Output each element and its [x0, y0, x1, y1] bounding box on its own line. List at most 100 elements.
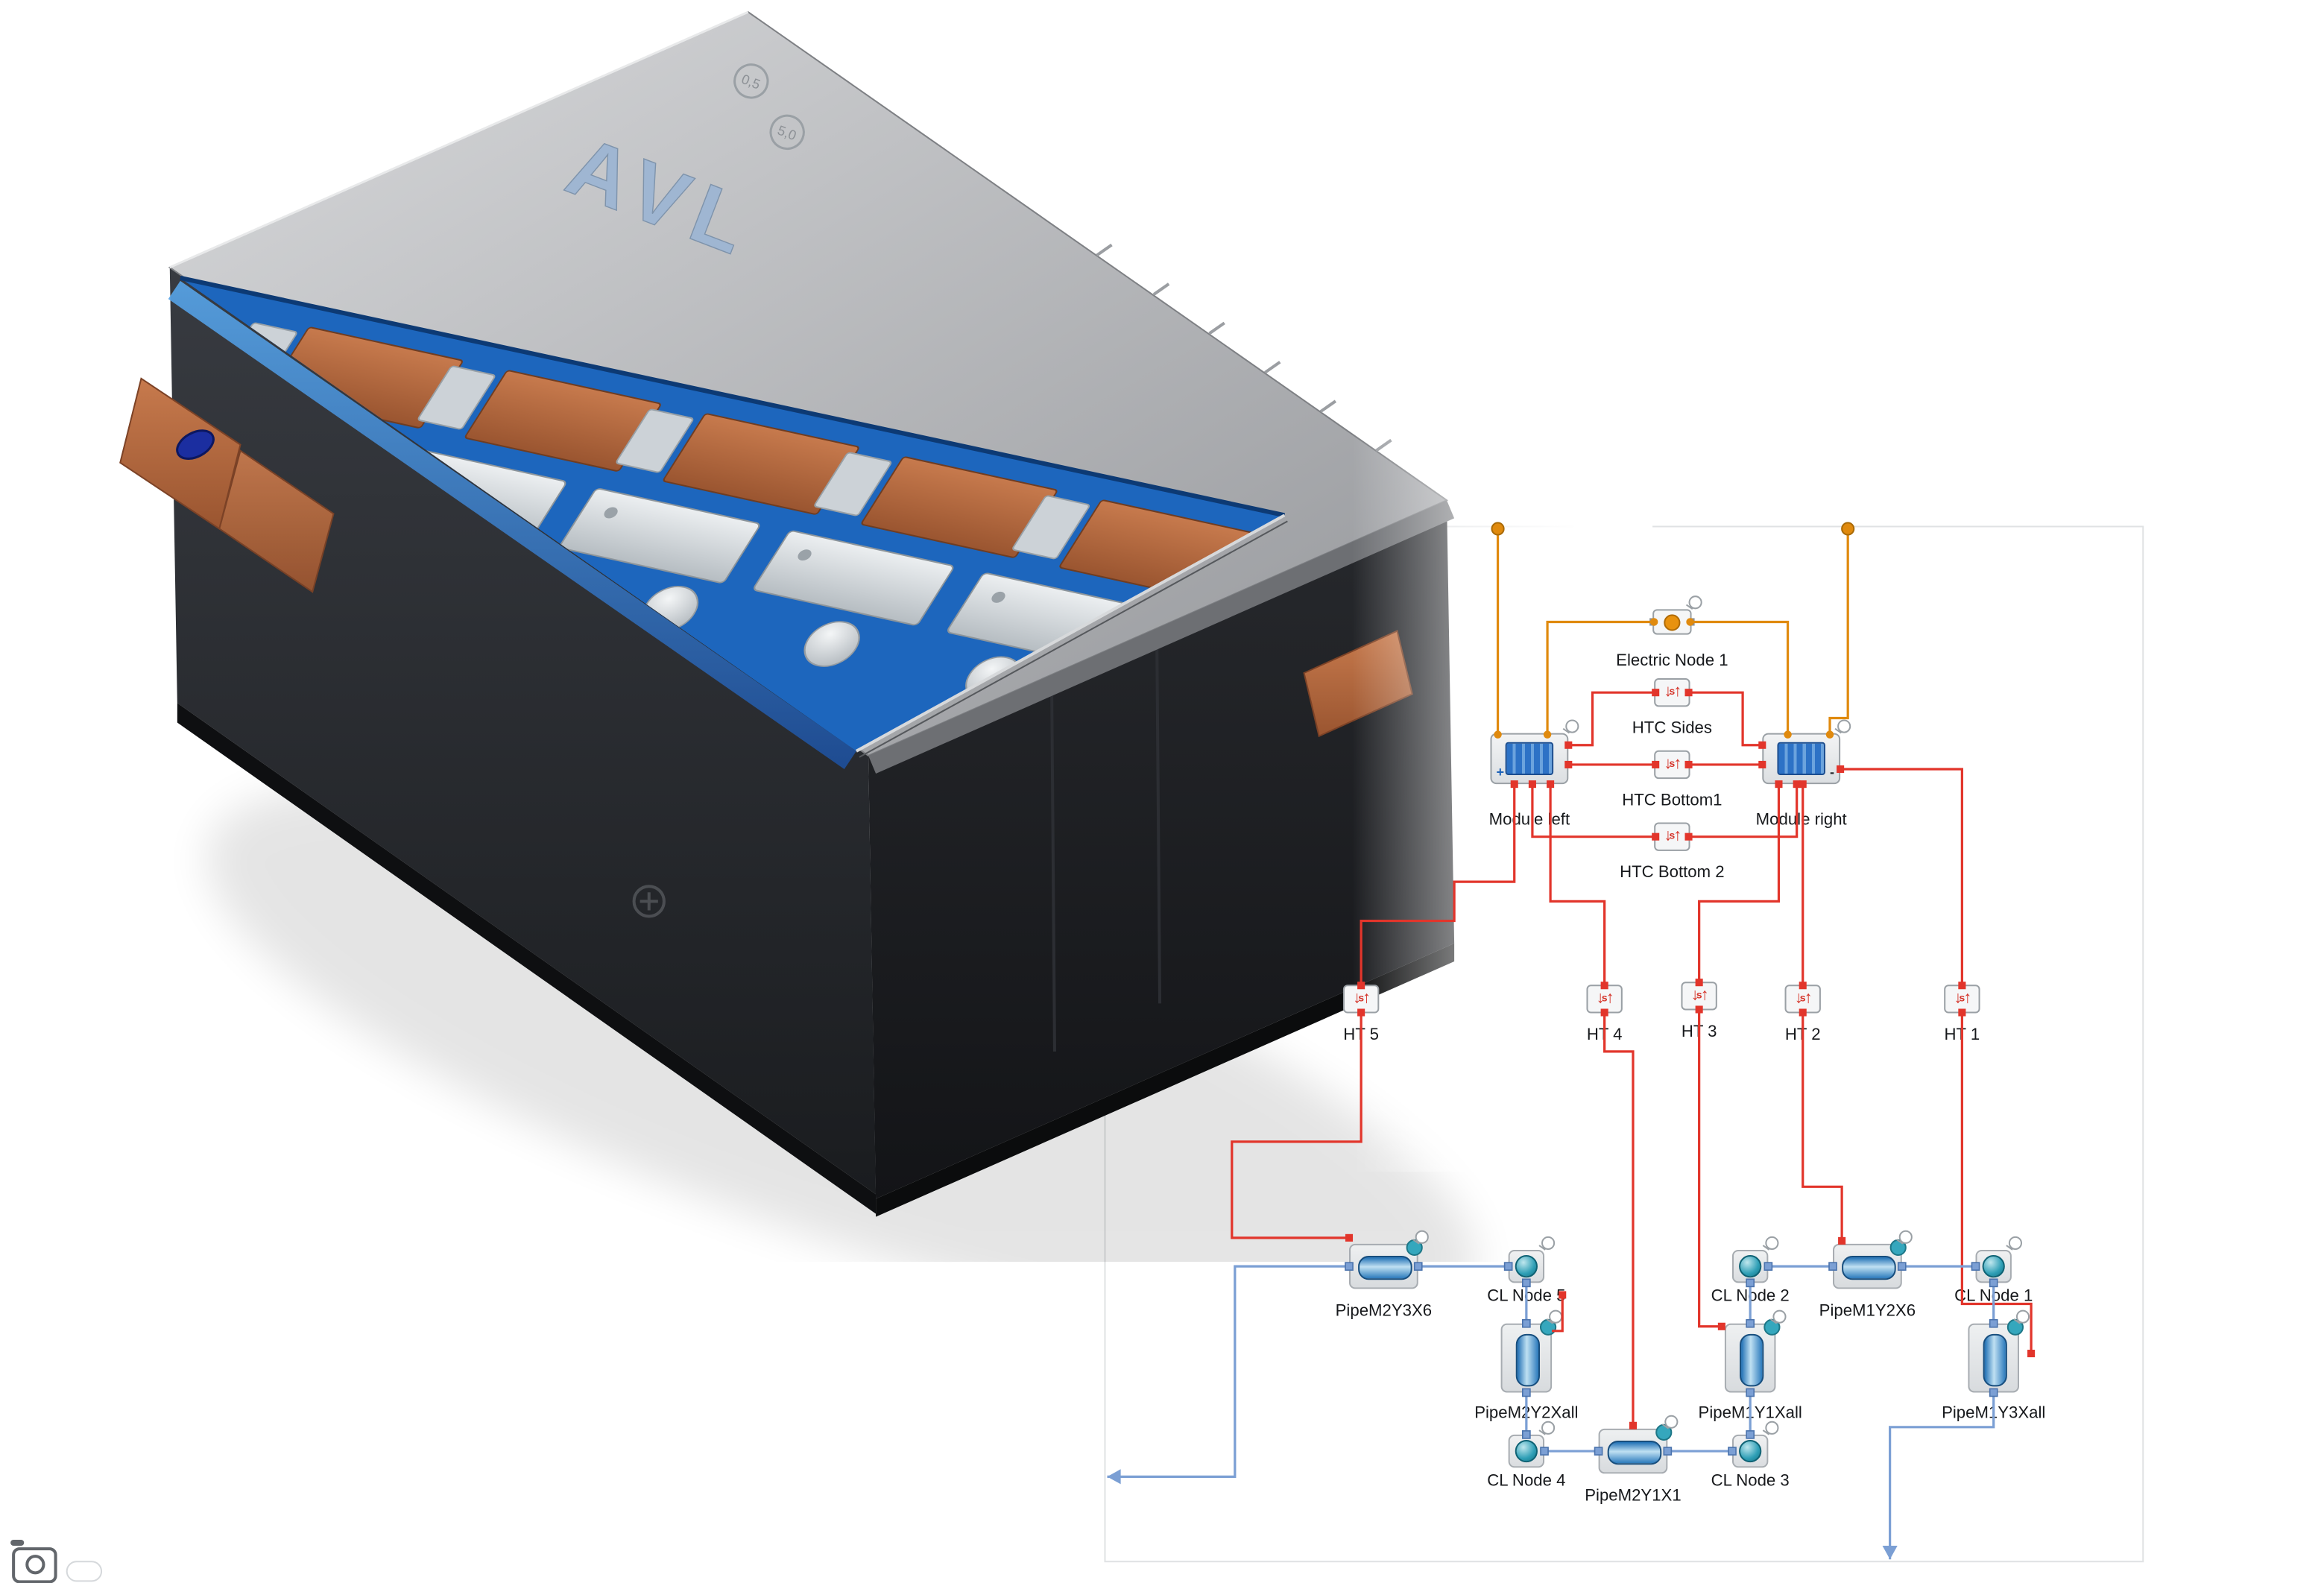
- up-arrow-icon: ↑: [1700, 986, 1709, 1005]
- down-arrow-icon: ↓: [1664, 754, 1672, 774]
- blue-oval-emblem: [176, 429, 215, 460]
- heat-transfer-icon[interactable]: ↓s↑: [1944, 985, 1980, 1014]
- cell-grid-icon: [1777, 742, 1825, 776]
- up-arrow-icon: ↑: [1673, 754, 1682, 774]
- cl-node-5-label: CL Node 5: [1487, 1287, 1566, 1306]
- heat-transfer-icon[interactable]: ↓s↑: [1586, 985, 1623, 1014]
- pipe-icon[interactable]: [1598, 1415, 1679, 1474]
- pipe-icon[interactable]: [1724, 1309, 1787, 1393]
- pipe-tube-icon: [1515, 1333, 1540, 1387]
- up-arrow-icon: ↑: [1963, 989, 1971, 1008]
- pipe-m1y2x6-label: PipeM1Y2X6: [1819, 1302, 1916, 1321]
- ht-2-label: HT 2: [1784, 1026, 1821, 1044]
- heat-transfer-icon[interactable]: ↓s↑: [1654, 750, 1690, 780]
- blue-edge-strip: [168, 280, 856, 769]
- tag-pin-icon: [2008, 1236, 2022, 1250]
- heat-transfer-icon[interactable]: ↓s↑: [1342, 985, 1380, 1014]
- down-arrow-icon: ↓: [1353, 989, 1361, 1008]
- heat-transfer-icon[interactable]: ↓s↑: [1654, 822, 1690, 851]
- up-arrow-icon: ↑: [1673, 683, 1682, 701]
- s-glyph: s: [1696, 990, 1702, 1002]
- s-glyph: s: [1959, 993, 1965, 1005]
- pipe-m2y3x6-label: PipeM2Y3X6: [1335, 1302, 1433, 1321]
- pipe-icon[interactable]: [1968, 1309, 2030, 1393]
- pipe-tube-icon: [1842, 1256, 1896, 1280]
- cl-node-3-label: CL Node 3: [1711, 1472, 1790, 1491]
- down-arrow-icon: ↓: [1664, 827, 1672, 845]
- down-arrow-icon: ↓: [1690, 986, 1699, 1005]
- heat-transfer-icon[interactable]: ↓s↑: [1654, 678, 1690, 707]
- coolant-dot-icon: [1739, 1255, 1762, 1278]
- coolant-node-icon[interactable]: [1731, 1421, 1779, 1468]
- pipe-m1y3xall-label: PipeM1Y3Xall: [1942, 1404, 2046, 1423]
- s-glyph: s: [1669, 831, 1676, 842]
- pipe-tube-icon: [1983, 1333, 2007, 1387]
- pipe-m2y2xall-label: PipeM2Y2Xall: [1474, 1404, 1579, 1423]
- battery-module-icon[interactable]: +: [1490, 719, 1579, 785]
- tag-pin-icon: [1688, 595, 1702, 610]
- tag-pin-icon: [1772, 1309, 1787, 1324]
- tag-pin-icon: [2015, 1309, 2030, 1324]
- tag-pin-icon: [1664, 1415, 1679, 1429]
- orange-terminal-dot: [1664, 613, 1681, 631]
- pipe-tube-icon: [1740, 1333, 1764, 1387]
- tag-pin-icon: [1765, 1236, 1779, 1250]
- tag-pin-icon: [1541, 1236, 1556, 1250]
- up-arrow-icon: ↑: [1605, 989, 1614, 1008]
- pipe-m1y1xall-label: PipeM1Y1Xall: [1698, 1404, 1802, 1423]
- pin-left-icon: [1649, 618, 1655, 626]
- heat-transfer-icon[interactable]: ↓s↑: [1681, 982, 1717, 1011]
- tag-pin-icon: [1837, 719, 1851, 733]
- coolant-dot-icon: [1739, 1439, 1762, 1463]
- tag-pin-icon: [1415, 1230, 1429, 1244]
- tag-pin-icon: [1898, 1230, 1913, 1244]
- s-glyph: s: [1669, 687, 1676, 698]
- tag-pin-icon: [1565, 719, 1579, 733]
- htc-bottom1-label: HTC Bottom1: [1622, 792, 1723, 810]
- down-arrow-icon: ↓: [1596, 989, 1605, 1008]
- electric-node-icon[interactable]: [1649, 595, 1702, 635]
- module-left-label: Module left: [1488, 811, 1570, 830]
- pipe-icon[interactable]: [1349, 1230, 1429, 1289]
- coolant-dot-icon: [1515, 1439, 1538, 1463]
- htc-bottom-2-label: HTC Bottom 2: [1620, 863, 1725, 882]
- pipe-icon[interactable]: [1500, 1309, 1563, 1393]
- tag-pin-icon: [1541, 1421, 1556, 1435]
- module-right-label: Module right: [1755, 811, 1847, 830]
- battery-pack-3d-image: AVL 0,5 5,0: [119, 10, 1653, 1263]
- up-arrow-icon: ↑: [1362, 989, 1371, 1008]
- cl-node-4-label: CL Node 4: [1487, 1472, 1566, 1491]
- htc-sides-label: HTC Sides: [1632, 719, 1712, 738]
- electric-node-1-label: Electric Node 1: [1616, 651, 1728, 670]
- up-arrow-icon: ↑: [1673, 827, 1682, 845]
- battery-module-icon[interactable]: -: [1762, 719, 1851, 785]
- cl-node-1-label: CL Node 1: [1954, 1287, 2033, 1306]
- pin-right-icon: [1690, 618, 1695, 626]
- coolant-dot-icon: [1982, 1255, 2005, 1278]
- down-arrow-icon: ↓: [1954, 989, 1962, 1008]
- tag-pin-icon: [1549, 1309, 1563, 1324]
- coolant-node-icon[interactable]: [1508, 1236, 1556, 1283]
- coolant-node-icon[interactable]: [1731, 1236, 1779, 1283]
- coolant-dot-icon: [1515, 1255, 1538, 1278]
- pipe-icon[interactable]: [1833, 1230, 1913, 1289]
- ht-4-label: HT 4: [1586, 1026, 1623, 1044]
- pill-icon[interactable]: [66, 1561, 103, 1582]
- ht-5-label: HT 5: [1343, 1026, 1379, 1044]
- pipe-tube-icon: [1358, 1256, 1412, 1280]
- terminal-sign: -: [1830, 764, 1835, 780]
- heat-transfer-icon[interactable]: ↓s↑: [1784, 985, 1821, 1014]
- s-glyph: s: [1601, 993, 1608, 1005]
- cell-grid-icon: [1505, 742, 1554, 776]
- coolant-node-icon[interactable]: [1508, 1421, 1556, 1468]
- down-arrow-icon: ↓: [1664, 683, 1672, 701]
- camera-icon[interactable]: [10, 1539, 57, 1583]
- body-badge: [632, 885, 666, 918]
- cl-node-2-label: CL Node 2: [1711, 1287, 1790, 1306]
- s-glyph: s: [1669, 759, 1676, 770]
- s-glyph: s: [1799, 993, 1806, 1005]
- down-arrow-icon: ↓: [1794, 989, 1803, 1008]
- coolant-node-icon[interactable]: [1975, 1236, 2022, 1283]
